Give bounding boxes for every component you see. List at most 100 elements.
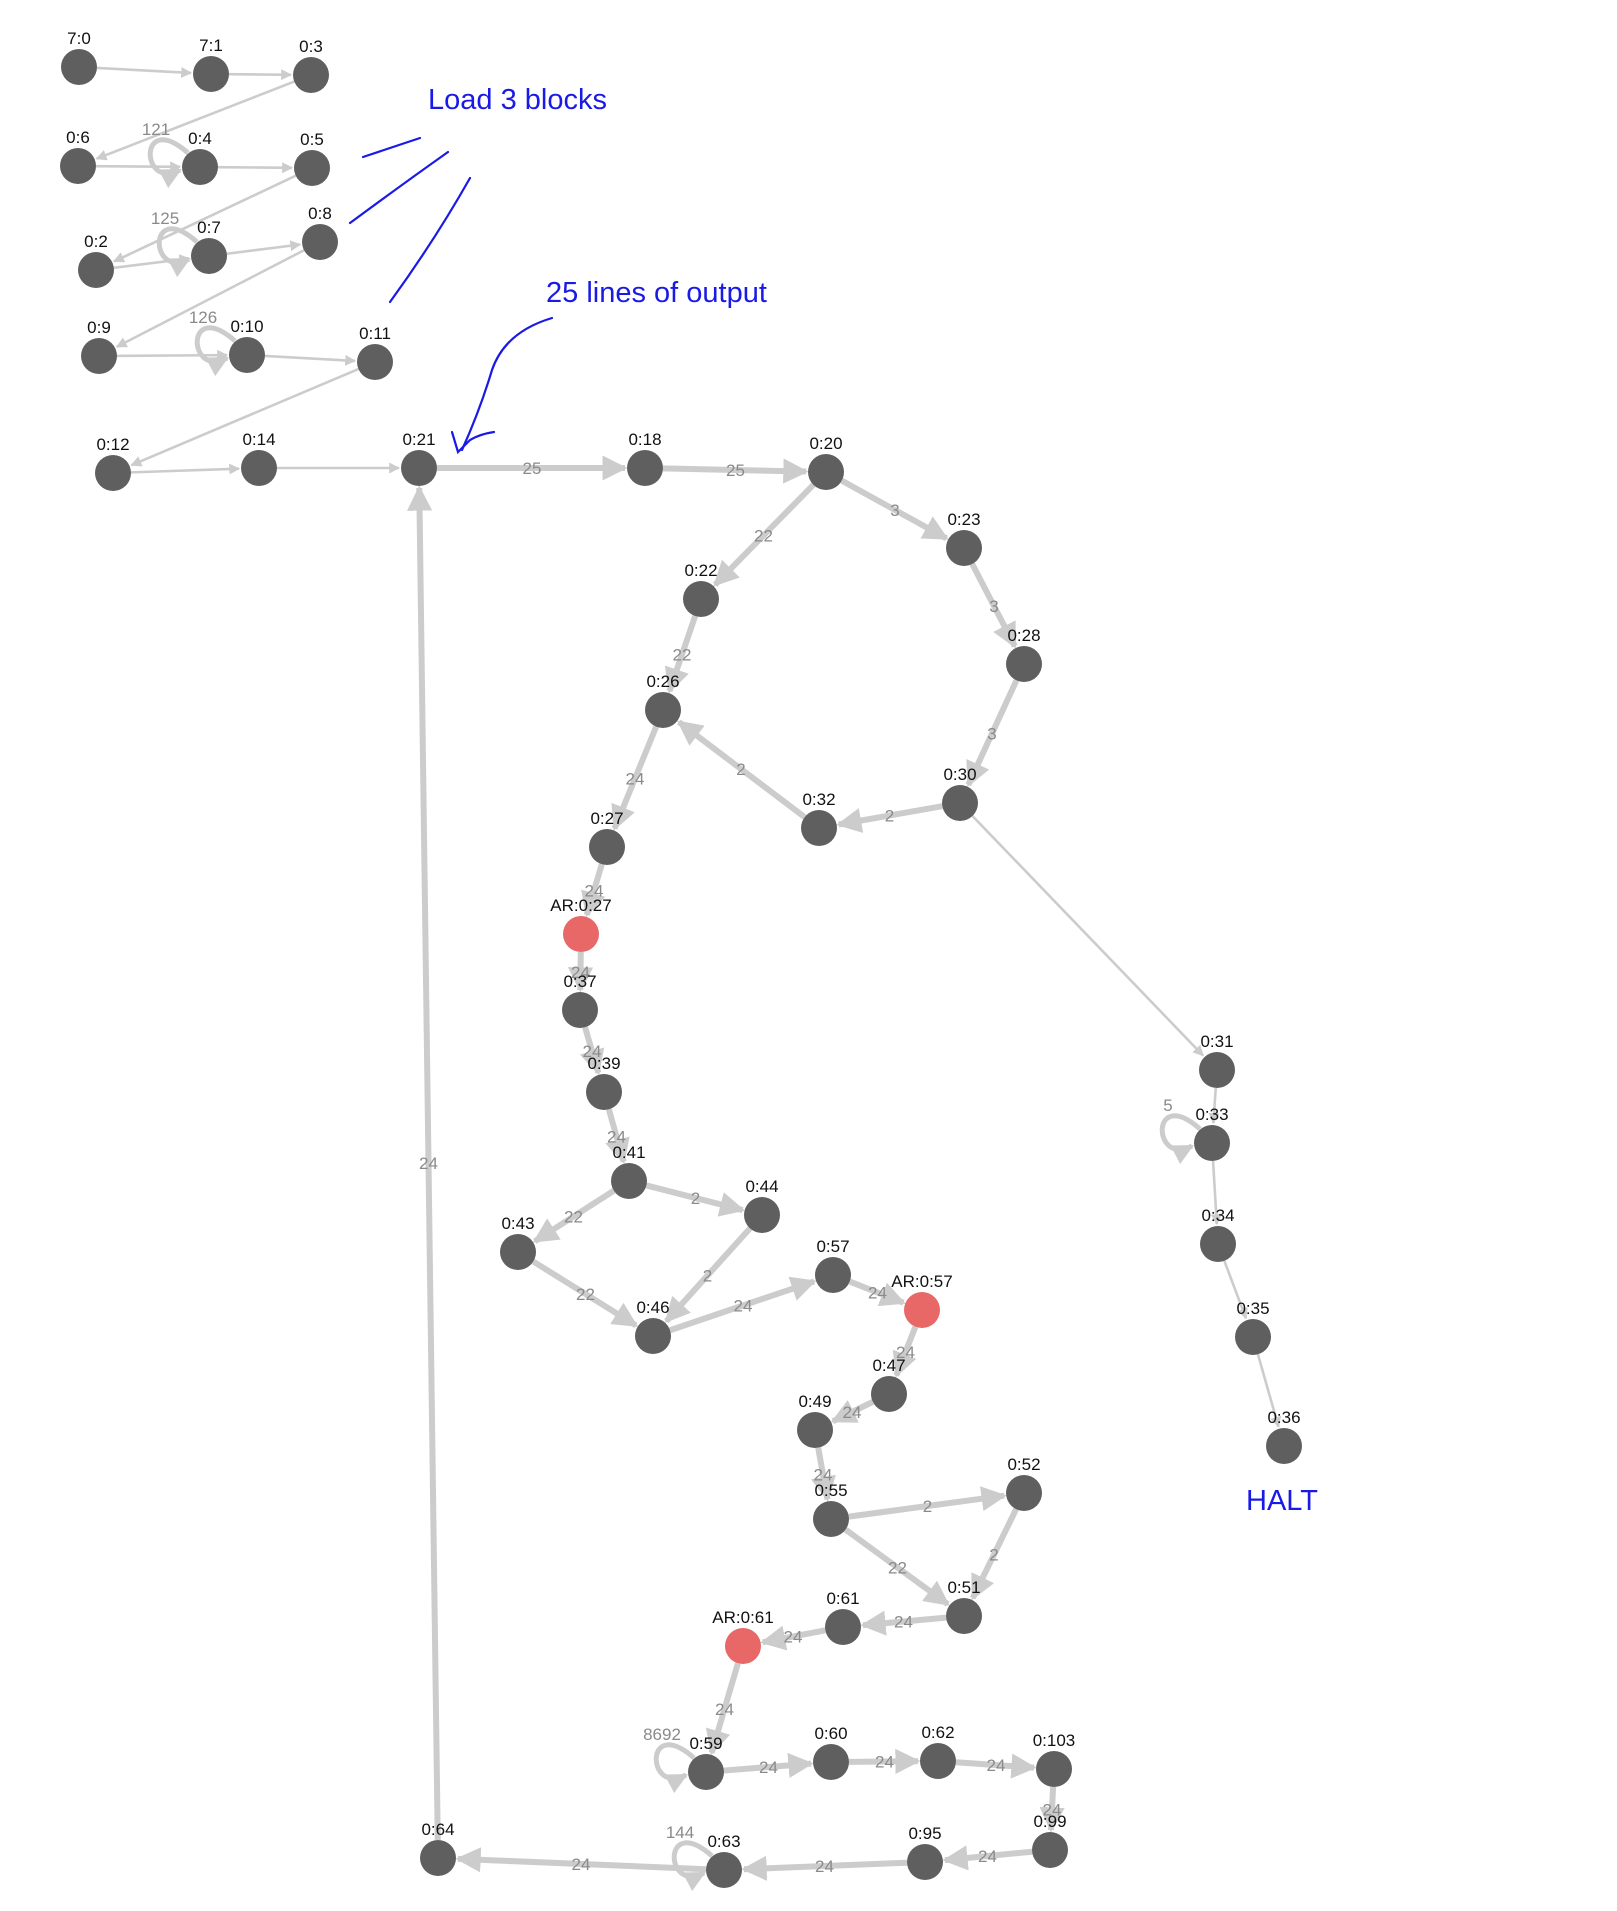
node-circle [78, 252, 114, 288]
node-label: 0:32 [802, 790, 835, 809]
edge-line [1256, 1353, 1282, 1428]
node-circle [229, 337, 265, 373]
graph-node[interactable]: 0:6 [60, 128, 96, 184]
graph-node[interactable]: 0:51 [946, 1578, 982, 1634]
graph-node[interactable]: 0:10 [229, 317, 265, 373]
graph-node[interactable]: 0:11 [357, 324, 393, 380]
node-label: 0:22 [684, 561, 717, 580]
node-label: 0:95 [908, 1824, 941, 1843]
graph-node[interactable]: 0:4 [182, 129, 218, 185]
edge-line [664, 615, 699, 694]
graph-node[interactable]: 7:0 [61, 29, 97, 85]
graph-node[interactable]: 0:61 [825, 1589, 861, 1645]
graph-node[interactable]: 0:3 [293, 37, 329, 93]
edge-line [830, 1399, 875, 1424]
graph-node[interactable]: 0:49 [797, 1392, 833, 1448]
edge-label: 5 [1163, 1096, 1172, 1115]
graph-node[interactable]: 7:1 [193, 36, 229, 92]
edge-line [712, 482, 816, 587]
self-loop-edge [671, 1840, 714, 1892]
graph-node[interactable]: 0:26 [645, 672, 681, 728]
node-label: 0:43 [501, 1214, 534, 1233]
node-circle [500, 1234, 536, 1270]
graph-node[interactable]: 0:55 [813, 1481, 849, 1537]
graph-node[interactable]: 0:27 [589, 809, 625, 865]
edge-line [705, 1662, 741, 1756]
graph-node[interactable]: 0:21 [401, 430, 437, 486]
graph-node[interactable]: 0:59 [688, 1734, 724, 1790]
graph-node[interactable]: 0:95 [907, 1824, 943, 1880]
graph-node[interactable]: 0:32 [801, 790, 837, 846]
node-label: 0:8 [308, 204, 332, 223]
graph-node[interactable]: 0:2 [78, 232, 114, 288]
node-label: 0:11 [359, 324, 391, 343]
edge-label: 2 [691, 1189, 700, 1208]
node-label: 0:46 [636, 1298, 669, 1317]
node-label: 0:26 [646, 672, 679, 691]
edge-label: 24 [894, 1613, 913, 1632]
edge-line [1208, 1087, 1220, 1125]
graph-node[interactable]: 0:30 [942, 765, 978, 821]
annotation-stroke [388, 176, 472, 304]
edge-label: 144 [666, 1823, 694, 1842]
node-circle [635, 1318, 671, 1354]
graph-node[interactable]: 0:9 [81, 318, 117, 374]
node-circle [706, 1852, 742, 1888]
graph-node[interactable]: 0:47 [871, 1356, 907, 1412]
edge-label: 24 [571, 963, 590, 982]
node-circle [95, 455, 131, 491]
node-label: AR:0:61 [712, 1608, 773, 1627]
graph-node[interactable]: 0:63 [706, 1832, 742, 1888]
edge-line [130, 463, 241, 475]
graph-node[interactable]: 0:103 [1033, 1731, 1076, 1787]
graph-node[interactable]: 0:41 [611, 1143, 647, 1199]
graph-node[interactable]: 0:52 [1006, 1455, 1042, 1511]
node-label: 0:31 [1200, 1032, 1233, 1051]
self-loop-edge [194, 325, 237, 377]
graph-node[interactable]: 0:23 [946, 510, 982, 566]
ar-node[interactable]: AR:0:57 [891, 1272, 953, 1328]
graph-node[interactable]: 0:5 [294, 130, 330, 186]
graph-node[interactable]: 0:34 [1200, 1206, 1236, 1262]
edge-line [115, 249, 305, 348]
edge-line [264, 354, 357, 366]
node-label: 0:62 [921, 1723, 954, 1742]
ar-node[interactable]: AR:0:61 [712, 1608, 774, 1664]
graph-node[interactable]: 0:62 [920, 1723, 956, 1779]
graph-node[interactable]: 0:8 [302, 204, 338, 260]
graph-node[interactable]: 0:57 [815, 1237, 851, 1293]
node-label: 0:57 [816, 1237, 849, 1256]
graph-node[interactable]: 0:44 [744, 1177, 780, 1233]
nodes-layer: 7:0 7:1 0:3 0:6 0:4 0:5 0:2 0:7 0:8 0:9 0:10 0:11 0:… [60, 29, 1302, 1888]
graph-node[interactable]: 0:64 [420, 1820, 456, 1876]
graph-node[interactable]: 0:14 [241, 430, 277, 486]
graph-node[interactable]: 0:46 [635, 1298, 671, 1354]
graph-node[interactable]: 0:43 [500, 1214, 536, 1270]
graph-node[interactable]: 0:99 [1032, 1812, 1068, 1868]
graph-node[interactable]: 0:22 [683, 561, 719, 617]
graph-node[interactable]: 0:12 [95, 435, 131, 491]
ar-node[interactable]: AR:0:27 [550, 896, 612, 952]
edge-line [1039, 1786, 1065, 1833]
node-circle [562, 992, 598, 1028]
node-circle [627, 450, 663, 486]
node-circle [904, 1292, 940, 1328]
graph-node[interactable]: 0:35 [1235, 1299, 1271, 1355]
graph-node[interactable]: 0:7 [191, 218, 227, 274]
graph-node[interactable]: 0:31 [1199, 1032, 1235, 1088]
edge-label: 24 [843, 1403, 862, 1422]
graph-node[interactable]: 0:28 [1006, 626, 1042, 682]
graph-node[interactable]: 0:20 [808, 434, 844, 490]
self-loop-edge [1159, 1113, 1202, 1165]
graph-node[interactable]: 0:18 [627, 430, 663, 486]
node-label: 0:37 [563, 972, 596, 991]
graph-node[interactable]: 0:60 [813, 1724, 849, 1780]
edge-line [723, 1752, 814, 1778]
node-circle [688, 1754, 724, 1790]
graph-node[interactable]: 0:36 [1266, 1408, 1302, 1464]
edge-line [455, 1847, 707, 1873]
graph-node[interactable]: 0:33 [1194, 1105, 1230, 1161]
graph-node[interactable]: 0:39 [586, 1054, 622, 1110]
node-circle [871, 1376, 907, 1412]
graph-node[interactable]: 0:37 [562, 972, 598, 1028]
